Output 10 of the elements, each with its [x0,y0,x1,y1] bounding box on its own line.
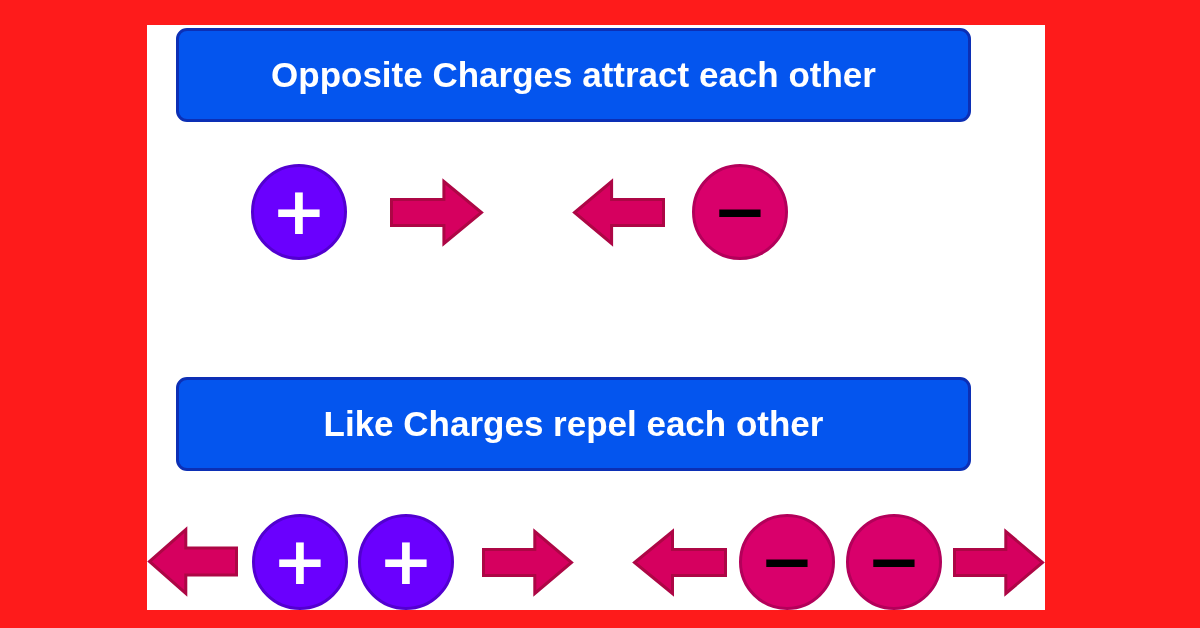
charge-sign: − [712,179,768,245]
charge-sign: − [866,529,922,595]
heading-text: Like Charges repel each other [323,404,824,444]
charge-sign: + [271,179,327,245]
charge-sign: + [378,529,434,595]
heading-text: Opposite Charges attract each other [271,55,876,95]
heading-banner [176,377,971,471]
heading-banner [176,28,971,122]
charge-sign: + [272,529,328,595]
charge-sign: − [759,529,815,595]
